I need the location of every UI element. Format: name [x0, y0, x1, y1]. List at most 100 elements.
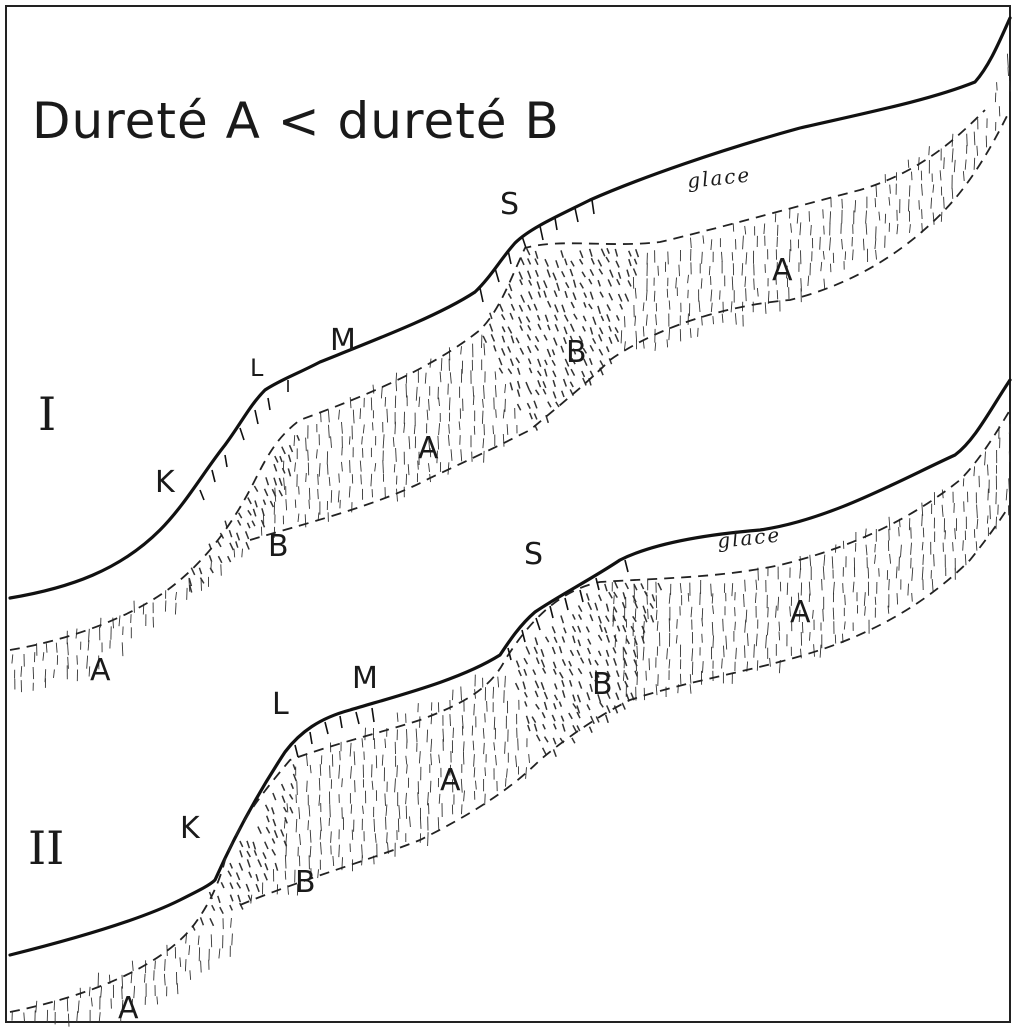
hatch-stroke-soft	[808, 593, 811, 603]
hatch-stroke-hard	[281, 446, 286, 455]
hatch-stroke-soft	[829, 237, 831, 251]
hatch-stroke-soft	[939, 170, 942, 181]
hatch-stroke-soft	[339, 750, 341, 761]
hatch-stroke-soft	[426, 729, 429, 743]
hatch-stroke-soft	[841, 238, 843, 250]
hatch-stroke-soft	[492, 686, 495, 699]
surface-line-I	[8, 16, 1012, 600]
hatch-stroke-soft	[796, 213, 799, 224]
hatch-stroke-hard	[515, 660, 520, 668]
hatch-stroke-soft	[786, 265, 788, 279]
hatch-stroke-soft	[698, 300, 701, 313]
hatch-stroke-hard	[523, 657, 529, 665]
hatch-stroke-soft	[483, 742, 485, 755]
hatch-stroke-soft	[406, 764, 408, 774]
hatch-stroke-soft	[867, 567, 870, 579]
hatch-stroke-soft	[197, 935, 200, 945]
hatch-stroke-hard	[533, 303, 538, 311]
hatch-stroke-soft	[689, 328, 692, 338]
hatch-stroke-soft	[896, 223, 899, 235]
hatch-stroke-hard	[281, 467, 286, 474]
hatch-stroke-hard	[578, 681, 583, 689]
hatch-stroke-hard	[198, 567, 203, 575]
hatch-stroke-soft	[642, 302, 645, 312]
hatch-stroke-soft	[179, 957, 182, 968]
hatch-stroke-hard	[296, 434, 300, 441]
hatch-stroke-hard	[588, 303, 593, 310]
rock-boundary-II	[239, 504, 1011, 906]
hatch-stroke-soft	[285, 833, 288, 844]
hatch-stroke-hard	[209, 567, 214, 574]
hatch-stroke-soft	[156, 996, 159, 1005]
label-S-I: S	[500, 187, 519, 222]
hatch-stroke-hard	[253, 485, 259, 492]
hatch-stroke-hard	[199, 577, 205, 584]
hatch-stroke-hard	[235, 541, 239, 548]
hatch-stroke-hard	[551, 646, 556, 655]
hatch-stroke-soft	[53, 669, 55, 678]
hatch-stroke-hard	[560, 615, 565, 624]
hatch-stroke-hard	[199, 917, 205, 926]
hatch-stroke-hard	[597, 634, 603, 641]
hatch-stroke-hard	[577, 625, 582, 633]
hatch-stroke-hard	[264, 841, 269, 850]
hatch-stroke-soft	[188, 945, 191, 956]
hatch-stroke-soft	[841, 198, 843, 209]
hatch-stroke-hard	[592, 316, 597, 325]
hatch-stroke-hard	[598, 624, 603, 633]
hatch-stroke-soft	[494, 371, 497, 380]
hatch-stroke-soft	[962, 540, 964, 551]
hatch-stroke-soft	[774, 213, 777, 223]
hatch-stroke-hard	[608, 591, 613, 599]
hatch-stroke-hard	[594, 659, 599, 666]
hatch-stroke-hard	[279, 455, 283, 463]
hatch-stroke-soft	[463, 741, 465, 752]
hatch-stroke-soft	[614, 634, 617, 648]
hatch-stroke-soft	[200, 960, 202, 973]
hatch-stroke-soft	[20, 666, 23, 677]
hatch-stroke-soft	[1005, 488, 1008, 501]
hatch-stroke-hard	[515, 357, 521, 364]
hatch-stroke-hard	[527, 345, 532, 354]
hatch-stroke-soft	[450, 449, 453, 461]
hatch-stroke-soft	[941, 504, 944, 517]
hatch-stroke-hard	[228, 529, 233, 538]
hatch-stroke-soft	[889, 553, 892, 564]
hatch-stroke-hard	[579, 282, 584, 289]
hatch-stroke-hard	[533, 413, 538, 420]
hatch-stroke-soft	[944, 530, 946, 540]
hatch-stroke-soft	[1006, 53, 1009, 68]
hatch-stroke-soft	[506, 768, 508, 778]
hatch-stroke-soft	[298, 486, 300, 495]
hatch-stroke-hard	[604, 583, 608, 592]
hatch-stroke-soft	[164, 600, 167, 612]
hatch-stroke-soft	[668, 327, 671, 341]
hatch-stroke-soft	[308, 804, 311, 817]
hatch-stroke-hard	[603, 627, 608, 634]
label-ice-II: glace	[716, 522, 782, 553]
layer-A-high-II: A	[790, 595, 811, 630]
hatch-stroke-hard	[278, 489, 283, 497]
hatch-stroke-soft	[712, 316, 714, 325]
hatch-stroke-soft	[407, 464, 410, 476]
crevasse-ticks-I	[199, 199, 595, 501]
hatch-stroke-hard	[217, 555, 223, 564]
hatch-stroke-hard	[257, 859, 263, 868]
hatch-stroke-soft	[502, 409, 505, 419]
hatch-stroke-hard	[526, 334, 532, 341]
label-L-I: L	[250, 354, 264, 382]
hatch-stroke-soft	[184, 959, 187, 972]
hatch-stroke-soft	[647, 608, 649, 620]
hatch-stroke-soft	[448, 424, 450, 434]
hatch-stroke-soft	[385, 816, 387, 830]
hatch-stroke-hard	[553, 683, 558, 690]
hatch-stroke-soft	[668, 659, 671, 669]
hatch-stroke-soft	[515, 755, 518, 768]
hatch-stroke-soft	[405, 373, 408, 384]
hatch-stroke-hard	[239, 850, 243, 858]
hatch-stroke-soft	[382, 460, 384, 474]
hatch-stroke-hard	[632, 615, 637, 623]
hatch-stroke-soft	[723, 645, 725, 658]
hatch-stroke-hard	[553, 290, 558, 298]
hatch-stroke-hard	[600, 315, 605, 322]
